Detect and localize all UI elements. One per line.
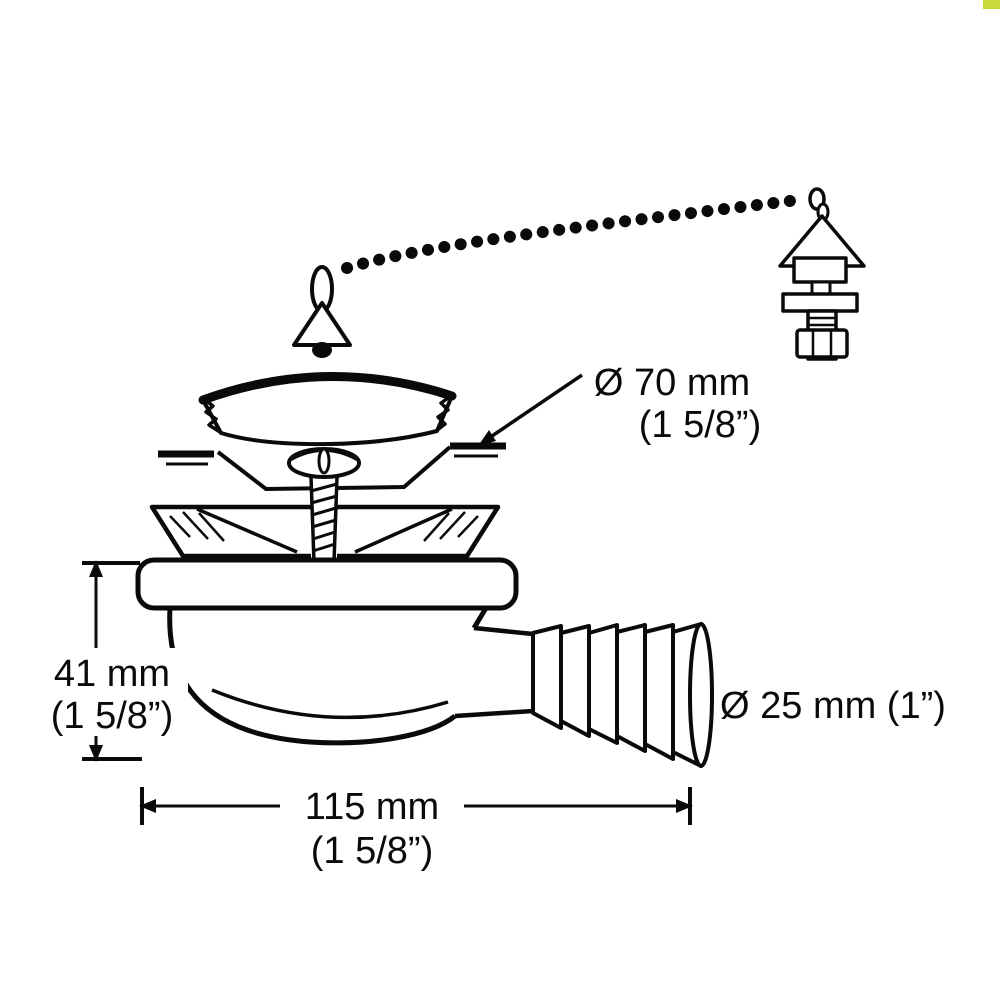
corner-badge <box>983 0 1000 9</box>
plug-serration-left <box>202 397 221 434</box>
dimension-height: 41 mm (1 5/8”) <box>40 560 188 762</box>
bead-chain <box>341 193 812 274</box>
label-flange-diameter-imperial: (1 5/8”) <box>639 404 761 446</box>
flange-hatch-left <box>169 511 225 542</box>
barb-rib-1 <box>531 624 563 730</box>
flange-hatch-right <box>423 511 479 542</box>
anchor-neck <box>810 280 832 296</box>
screw-shank <box>309 476 339 563</box>
chain-anchor-bolt <box>778 187 866 361</box>
dimension-width: 115 mm (1 5/8”) <box>139 784 693 872</box>
label-width-imperial: (1 5/8”) <box>311 830 433 872</box>
cup-inner-bottom <box>211 688 449 720</box>
rubber-plug <box>198 265 457 447</box>
screw-slot <box>317 447 331 475</box>
label-flange-diameter-metric: Ø 70 mm <box>594 362 750 404</box>
barb-rib-3 <box>587 623 619 745</box>
label-outlet-diameter: Ø 25 mm (1”) <box>720 685 946 727</box>
plug-cone <box>292 301 352 347</box>
outlet-end-face <box>688 622 714 768</box>
body-top-flange <box>135 557 519 611</box>
cup-right-wall <box>471 606 489 630</box>
plug-cap-rim <box>198 371 457 405</box>
barb-rib-5 <box>643 623 675 761</box>
anchor-nut <box>795 328 849 359</box>
barb-rib-2 <box>559 624 591 738</box>
barb-rib-4 <box>615 623 647 753</box>
label-width-metric: 115 mm <box>305 786 439 828</box>
center-screw <box>287 447 361 563</box>
cup-outer-wall <box>167 607 457 746</box>
plug-serration-right <box>434 394 453 433</box>
hose-barb-outlet <box>454 622 714 768</box>
anchor-plate <box>792 256 848 284</box>
label-height-imperial: (1 5/8”) <box>51 695 173 737</box>
flange-funnel <box>196 507 453 554</box>
callout-flange-diameter: Ø 70 mm (1 5/8”) <box>478 362 761 446</box>
anchor-washer-bar <box>781 292 859 313</box>
drain-cup-body <box>167 606 489 746</box>
callout-arrowhead <box>478 430 496 446</box>
plug-stem-ball <box>312 342 332 358</box>
label-height-metric: 41 mm <box>54 653 170 695</box>
